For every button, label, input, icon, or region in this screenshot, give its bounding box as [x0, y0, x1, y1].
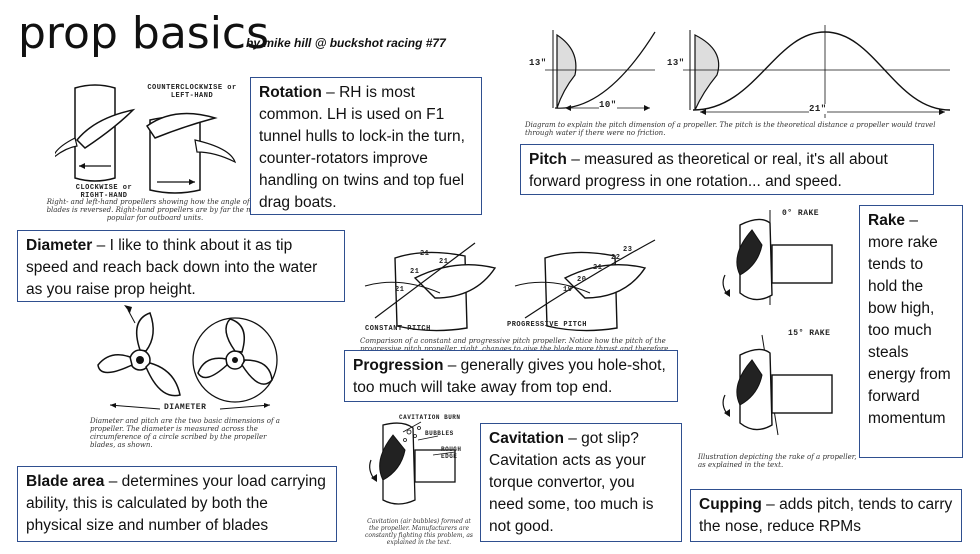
- blade-area-heading: Blade area: [26, 473, 105, 490]
- pitch-figure: 13" 13" 10" 21" Diagram to explain the p…: [525, 20, 965, 145]
- cupping-heading: Cupping: [699, 496, 762, 513]
- diameter-propeller-illustration: [97, 305, 278, 410]
- progression-box: Progression – generally gives you hole-s…: [344, 350, 678, 402]
- cavitation-caption: Cavitation (air bubbles) formed at the p…: [364, 518, 474, 546]
- progression-figure: CONSTANT PITCH PROGRESSIVE PITCH 21 21 2…: [355, 238, 685, 361]
- progression-num: 22: [611, 254, 621, 262]
- progression-num: 21: [439, 258, 449, 266]
- rake-propeller-illustration: [722, 210, 833, 436]
- byline: by mike hill @ buckshot racing #77: [246, 36, 446, 50]
- cavitation-propeller-illustration: [369, 421, 456, 505]
- pitch-len-left: 10": [599, 100, 617, 110]
- cavitation-heading: Cavitation: [489, 430, 564, 447]
- rake-box: Rake – more rake tends to hold the bow h…: [859, 205, 963, 458]
- rotation-caption: Right- and left-hand propellers showing …: [46, 198, 264, 222]
- rotation-label-ccw: COUNTERCLOCKWISE or LEFT-HAND: [147, 84, 237, 100]
- rake-heading: Rake: [868, 212, 906, 229]
- rotation-label-cw: CLOCKWISE or RIGHT-HAND: [75, 184, 133, 200]
- progression-label-constant: CONSTANT PITCH: [365, 325, 431, 333]
- progression-label-progressive: PROGRESSIVE PITCH: [507, 321, 587, 329]
- rotation-box: Rotation – RH is most common. LH is used…: [250, 77, 482, 215]
- diameter-label: DIAMETER: [164, 403, 207, 412]
- progression-num: 23: [623, 246, 633, 254]
- diameter-heading: Diameter: [26, 237, 93, 254]
- progression-num: 21: [395, 286, 405, 294]
- rotation-text: – RH is most common. LH is used on F1 tu…: [259, 84, 465, 211]
- cavitation-label-bubbles: BUBBLES: [425, 430, 454, 437]
- rake-label-15: 15° RAKE: [788, 329, 831, 338]
- progression-heading: Progression: [353, 357, 444, 374]
- diameter-text: – I like to think about it as tip speed …: [26, 237, 318, 298]
- pitch-caption: Diagram to explain the pitch dimension o…: [525, 121, 936, 137]
- cavitation-text: – got slip? Cavitation acts as your torq…: [489, 430, 654, 535]
- cupping-text: – adds pitch, tends to carry the nose, r…: [699, 496, 953, 535]
- pitch-box: Pitch – measured as theoretical or real,…: [520, 144, 934, 195]
- cavitation-label-burn: CAVITATION BURN: [399, 414, 461, 421]
- rotation-heading: Rotation: [259, 84, 322, 101]
- pitch-text: – measured as theoretical or real, it's …: [529, 151, 888, 190]
- progression-num: 21: [593, 264, 603, 272]
- cupping-box: Cupping – adds pitch, tends to carry the…: [690, 489, 962, 542]
- blade-area-text: – determines your load carrying ability,…: [26, 473, 326, 534]
- diameter-figure: DIAMETER Diameter and pitch are the two …: [80, 305, 300, 460]
- rake-figure: 0° RAKE 15° RAKE Illustration depicting …: [698, 205, 860, 480]
- blade-area-box: Blade area – determines your load carryi…: [17, 466, 337, 542]
- pitch-dim-right: 13": [667, 58, 685, 68]
- progression-pitch-illustration: [364, 239, 656, 332]
- pitch-len-right: 21": [809, 104, 827, 114]
- rake-text: – more rake tends to hold the bow high, …: [868, 212, 951, 427]
- rake-label-0: 0° RAKE: [782, 209, 820, 218]
- diameter-box: Diameter – I like to think about it as t…: [17, 230, 345, 302]
- rotation-propeller-illustration: [52, 84, 237, 194]
- page-title: prop basics: [18, 8, 270, 59]
- progression-num: 21: [410, 268, 420, 276]
- pitch-wave-diagram: [545, 25, 951, 118]
- diameter-caption: Diameter and pitch are the two basic dim…: [90, 417, 280, 449]
- cavitation-box: Cavitation – got slip? Cavitation acts a…: [480, 423, 682, 542]
- pitch-dim-left: 13": [529, 58, 547, 68]
- cavitation-figure: CAVITATION BURN BUBBLES ROUGH EDGE Cavit…: [363, 410, 478, 546]
- progression-text: – generally gives you hole-shot, too muc…: [353, 357, 666, 396]
- rotation-figure: COUNTERCLOCKWISE or LEFT-HAND CLOCKWISE …: [47, 78, 264, 222]
- pitch-heading: Pitch: [529, 151, 567, 168]
- cavitation-label-edge: ROUGH EDGE: [441, 446, 462, 460]
- progression-num: 20: [577, 276, 587, 284]
- rake-caption: Illustration depicting the rake of a pro…: [698, 453, 857, 469]
- progression-num: 19: [563, 286, 573, 294]
- progression-num: 21: [420, 250, 430, 258]
